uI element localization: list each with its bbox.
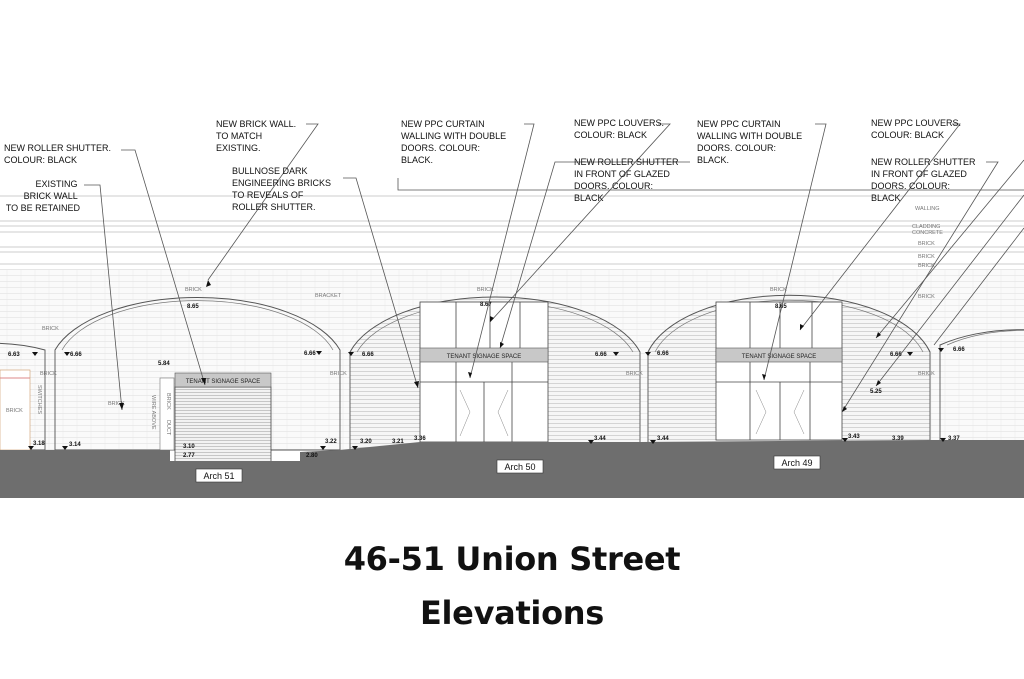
level-value: 3.14 (69, 442, 81, 448)
curtain-walling-arch-50 (419, 301, 549, 443)
level-value: 3.20 (360, 439, 372, 445)
viaduct-bands (0, 195, 1024, 271)
level-value: 3.43 (848, 434, 860, 440)
level-value: 2.77 (183, 453, 195, 459)
arch-label: Arch 50 (504, 462, 535, 472)
signage-panel-arch-51 (174, 372, 272, 388)
annotation-roller-shutter-51: NEW ROLLER SHUTTER. COLOUR: BLACK (4, 143, 114, 165)
signage-panel-arch-49 (715, 347, 843, 363)
annotation-louvers-49: NEW PPC LOUVERS. COLOUR: BLACK (871, 118, 964, 140)
material-label: BRICK (185, 287, 202, 293)
signage-label: TENANT SIGNAGE SPACE (447, 354, 521, 360)
material-label: BRICK (165, 393, 171, 410)
annotation-existing-brick-wall: EXISTING BRICK WALL TO BE RETAINED (6, 179, 81, 213)
material-label: DUCT (165, 420, 171, 436)
material-label: WALLING (915, 206, 940, 212)
level-value: 3.21 (392, 439, 404, 445)
signage-panels: TENANT SIGNAGE SPACE TENANT SIGNAGE SPAC… (174, 347, 843, 388)
annotation-curtain-walling-49: NEW PPC CURTAIN WALLING WITH DOUBLE DOOR… (697, 119, 805, 165)
level-value: 5.84 (158, 361, 170, 367)
level-value: 3.10 (183, 444, 195, 450)
material-label: BRICK (108, 401, 125, 407)
level-value: 3.36 (414, 436, 426, 442)
level-value: 3.39 (892, 436, 904, 442)
leader-lines (84, 123, 1024, 413)
signage-panel-arch-50 (419, 347, 549, 363)
arch-label: Arch 49 (781, 458, 812, 468)
material-label: BRICK (6, 408, 23, 414)
material-label: SWITCHES (36, 385, 42, 414)
wire-panel (159, 377, 175, 451)
level-value: 5.25 (870, 389, 882, 395)
signage-label: TENANT SIGNAGE SPACE (742, 354, 816, 360)
material-labels: BRICK BRICK BRICK BRICK BRICK BRICK BRIC… (6, 206, 943, 436)
annotation-roller-shutter-49: NEW ROLLER SHUTTER IN FRONT OF GLAZED DO… (871, 157, 978, 203)
level-value: 6.66 (304, 351, 316, 357)
annotation-curtain-walling-50: NEW PPC CURTAIN WALLING WITH DOUBLE DOOR… (401, 119, 509, 165)
level-value: 6.66 (595, 352, 607, 358)
material-label: BRICK (477, 287, 494, 293)
material-label: BRICK (626, 371, 643, 377)
material-label: BRICK (770, 287, 787, 293)
level-value: 6.63 (8, 352, 20, 358)
level-value: 2.80 (306, 453, 318, 459)
level-marker-icons (28, 348, 946, 450)
signage-label: TENANT SIGNAGE SPACE (186, 379, 260, 385)
material-label: BRICK (918, 241, 935, 247)
level-value: 3.37 (948, 436, 960, 442)
elevation-drawing: TENANT SIGNAGE SPACE TENANT SIGNAGE SPAC… (0, 118, 1024, 498)
level-value: 6.66 (70, 352, 82, 358)
piers (44, 345, 941, 450)
annotation-louvers-50: NEW PPC LOUVERS. COLOUR: BLACK (574, 118, 667, 140)
level-value: 6.66 (362, 352, 374, 358)
material-label: BRICK (40, 371, 57, 377)
arch-label: Arch 51 (203, 471, 234, 481)
leader-arrowheads (119, 280, 881, 412)
roller-shutter-arch-51 (174, 386, 272, 463)
level-value: 6.66 (953, 347, 965, 353)
material-label: BRICK (918, 263, 935, 269)
annotation-new-brick-wall: NEW BRICK WALL. TO MATCH EXISTING. (216, 119, 299, 153)
material-label: BRICK (42, 326, 59, 332)
level-markers: 6.63 6.66 8.65 6.66 6.66 5.84 8.67 6.66 … (8, 302, 965, 459)
material-label: CONCRETE (912, 230, 943, 236)
page-title: 46-51 Union Street (343, 540, 681, 578)
material-label: BRACKET (315, 293, 342, 299)
level-value: 6.66 (890, 352, 902, 358)
annotation-bullnose-bricks: BULLNOSE DARK ENGINEERING BRICKS TO REVE… (232, 166, 334, 212)
level-value: 3.18 (33, 441, 45, 447)
material-label: BRICK (918, 371, 935, 377)
annotation-roller-shutter-50: NEW ROLLER SHUTTER IN FRONT OF GLAZED DO… (574, 157, 681, 203)
page-subtitle: Elevations (419, 594, 605, 632)
existing-shopfront (0, 369, 31, 451)
material-label: BRICK (330, 371, 347, 377)
curtain-walling-arch-49 (715, 301, 843, 441)
level-value: 8.65 (187, 304, 199, 310)
arch-labels: Arch 51 Arch 50 Arch 49 (195, 455, 821, 483)
material-label: CLADDING (912, 224, 940, 230)
level-value: 6.66 (657, 351, 669, 357)
level-value: 3.44 (657, 436, 669, 442)
level-value: 3.22 (325, 439, 337, 445)
material-label: WIRE ABOVE (150, 395, 156, 430)
annotations: NEW ROLLER SHUTTER. COLOUR: BLACK EXISTI… (4, 118, 978, 213)
material-label: BRICK (918, 254, 935, 260)
level-value: 3.44 (594, 436, 606, 442)
material-label: BRICK (918, 294, 935, 300)
level-value: 8.67 (480, 302, 492, 308)
level-value: 8.65 (775, 304, 787, 310)
